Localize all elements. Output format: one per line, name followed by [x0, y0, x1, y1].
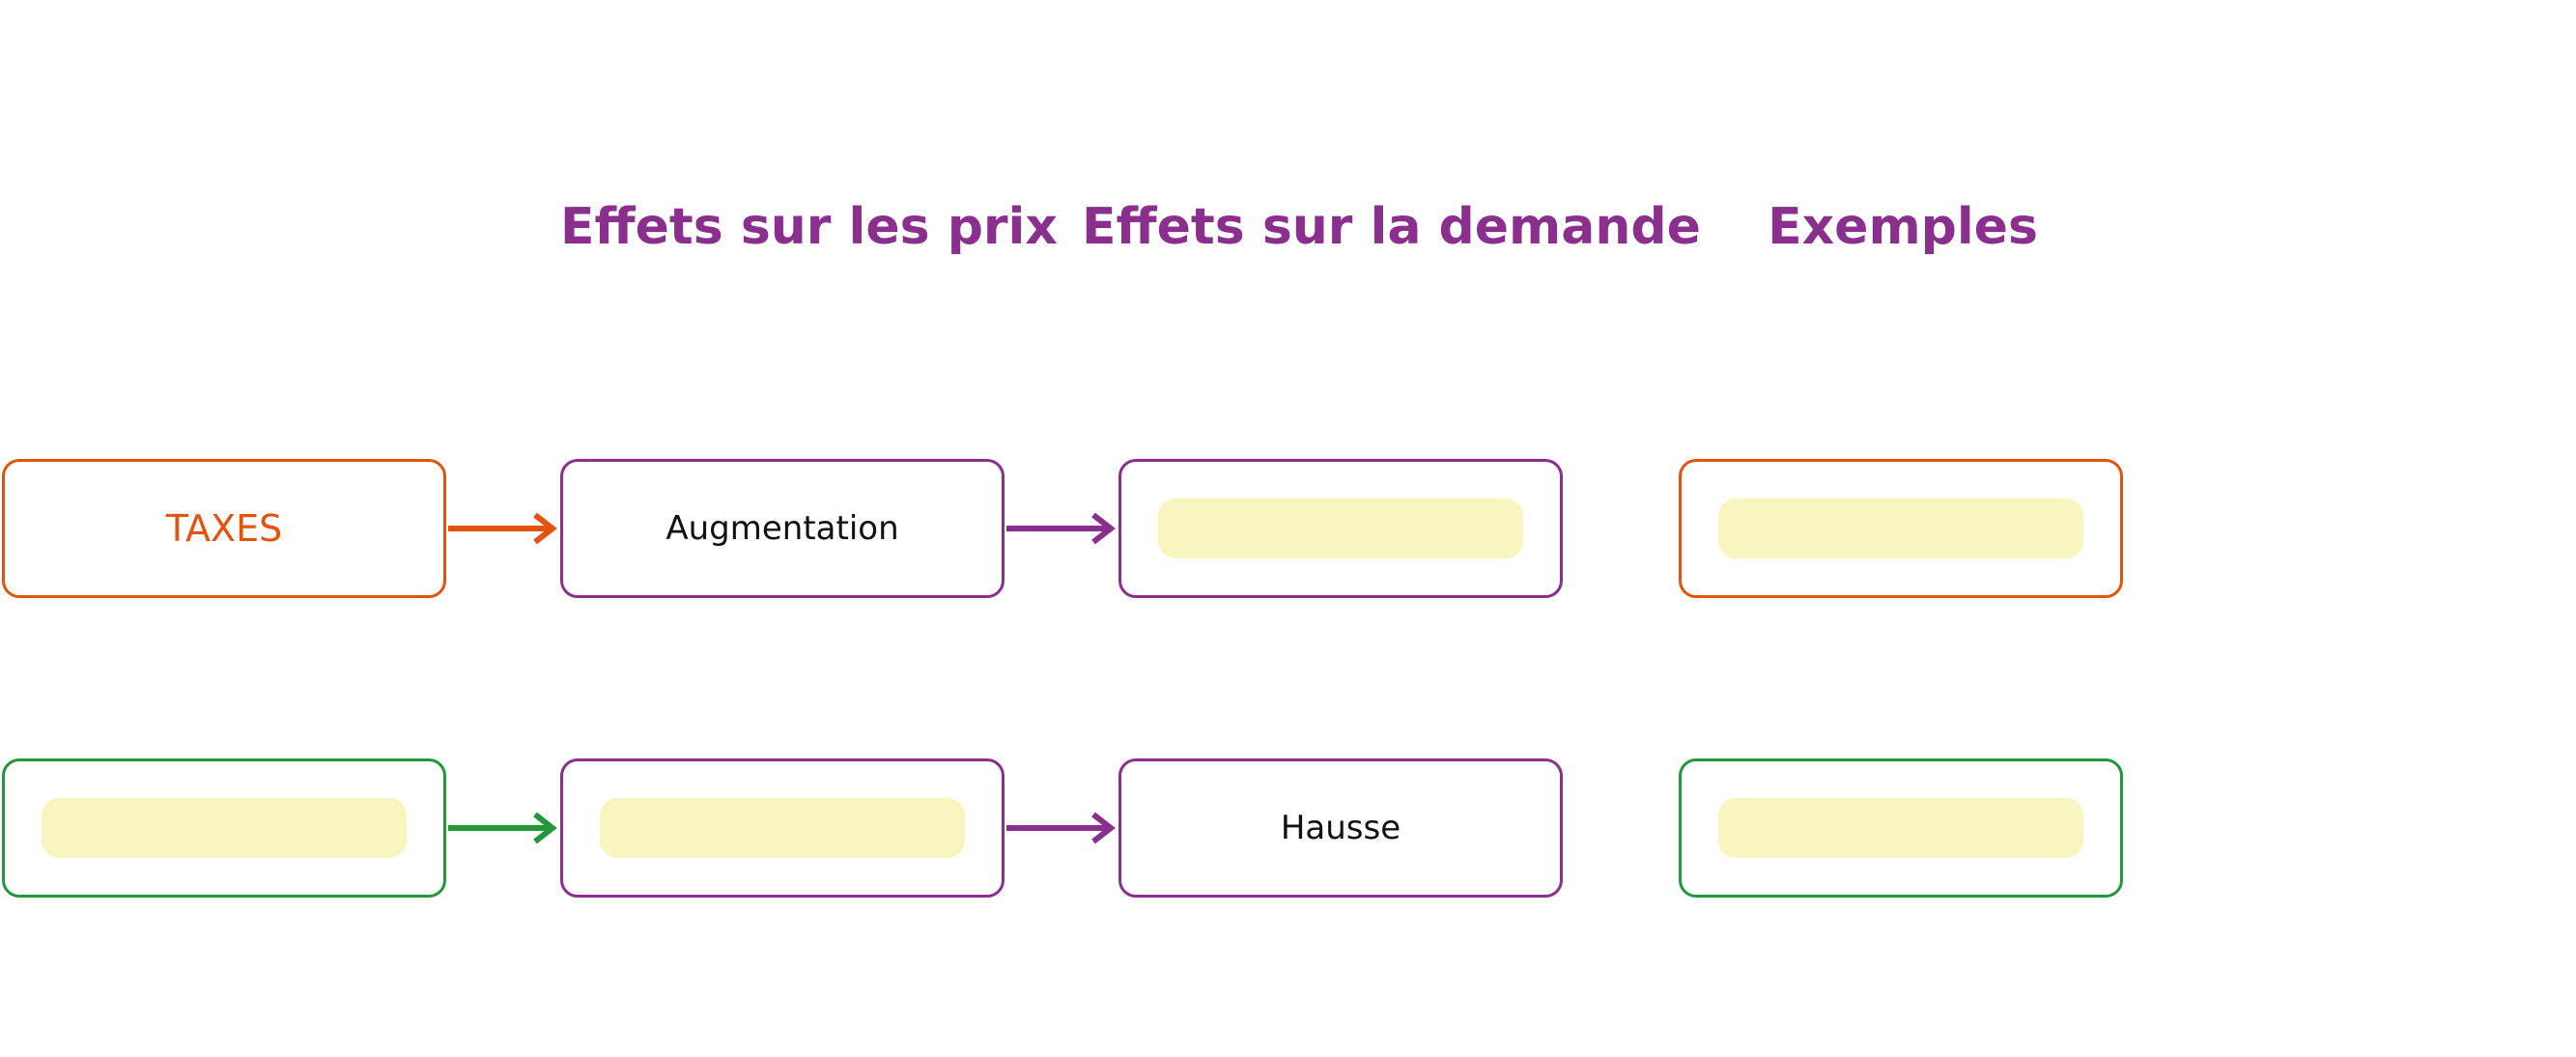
row1-cause-label: TAXES [165, 507, 283, 550]
row1-price-effect-box: Augmentation [560, 459, 1005, 598]
row2-demand-effect-box: Hausse [1118, 758, 1563, 898]
row1-price-effect-label: Augmentation [665, 509, 899, 548]
row1-example-blank[interactable] [1718, 499, 2083, 558]
row2-price-effect-box [560, 758, 1005, 898]
row2-arrow-price-to-demand [1006, 809, 1118, 847]
row2-demand-effect-label: Hausse [1280, 809, 1401, 847]
row2-example-box [1679, 758, 2123, 898]
row2-cause-box [2, 758, 446, 898]
header-demand-effects: Effets sur la demande [1082, 198, 1701, 256]
row2-arrow-cause-to-price [448, 809, 560, 847]
row1-arrow-cause-to-price [448, 509, 560, 548]
row2-cause-blank[interactable] [42, 798, 407, 858]
row1-cause-box: TAXES [2, 459, 446, 598]
row2-price-effect-blank[interactable] [600, 798, 965, 858]
row2-example-blank[interactable] [1718, 798, 2083, 858]
header-price-effects: Effets sur les prix [560, 198, 1058, 256]
row1-demand-effect-box [1118, 459, 1563, 598]
row1-example-box [1679, 459, 2123, 598]
row1-demand-effect-blank[interactable] [1158, 499, 1523, 558]
header-examples: Exemples [1768, 198, 2038, 256]
row1-arrow-price-to-demand [1006, 509, 1118, 548]
